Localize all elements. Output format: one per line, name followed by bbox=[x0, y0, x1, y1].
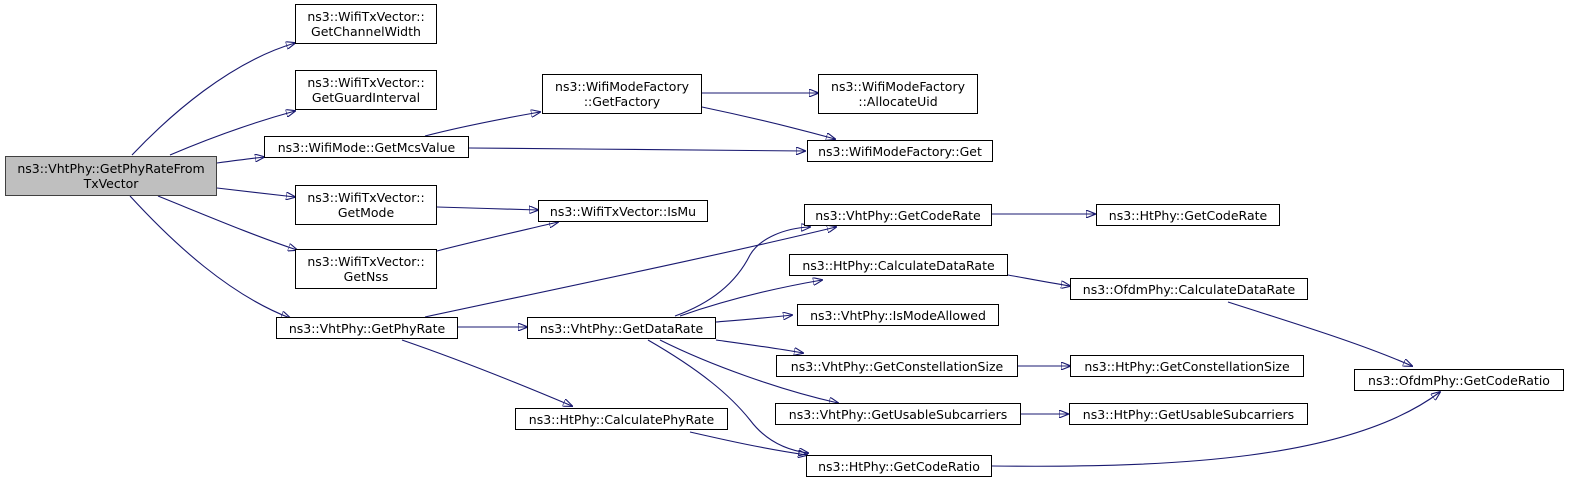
edge-getmcsvalue-to-factory-get bbox=[468, 148, 805, 151]
node-label: ns3::WifiMode::GetMcsValue bbox=[277, 139, 456, 155]
node-label-line2: ::GetFactory bbox=[583, 94, 661, 109]
node-label-line1: ns3::WifiModeFactory bbox=[831, 79, 965, 94]
edge-vht-getdatarate-to-vht-getcoderate bbox=[674, 227, 810, 317]
node-ofdmphy-getcoderatio[interactable]: ns3::OfdmPhy::GetCodeRatio bbox=[1354, 369, 1564, 391]
node-wifitxvector-getguardinterval[interactable]: ns3::WifiTxVector:: GetGuardInterval bbox=[295, 70, 437, 110]
node-label-line1: ns3::WifiTxVector:: bbox=[307, 254, 425, 269]
node-htphy-getcoderate[interactable]: ns3::HtPhy::GetCodeRate bbox=[1096, 204, 1280, 226]
node-label: ns3::HtPhy::CalculatePhyRate bbox=[528, 411, 715, 427]
node-label: ns3::VhtPhy::GetUsableSubcarriers bbox=[788, 406, 1008, 422]
edge-root-to-getmcsvalue bbox=[216, 157, 264, 164]
node-label-line2: GetMode bbox=[337, 205, 395, 220]
edge-vht-getphyrate-to-vht-getcoderate bbox=[424, 227, 836, 318]
edge-root-to-getchannelwidth bbox=[131, 43, 295, 156]
edge-vht-getdatarate-to-vht-ismodeallowed bbox=[715, 315, 792, 323]
edge-vht-getphyrate-to-ht-calculatephyrate bbox=[401, 339, 572, 406]
node-label: ns3::VhtPhy::GetDataRate bbox=[539, 320, 704, 336]
node-htphy-getcoderatio[interactable]: ns3::HtPhy::GetCodeRatio bbox=[806, 455, 992, 477]
node-label: ns3::HtPhy::GetCodeRatio bbox=[818, 458, 980, 474]
edge-vht-getdatarate-to-ht-calculatedatarate bbox=[679, 280, 822, 317]
node-label-line2: GetChannelWidth bbox=[311, 24, 421, 39]
edge-root-to-getmode bbox=[216, 187, 295, 197]
node-wifimode-getmcsvalue[interactable]: ns3::WifiMode::GetMcsValue bbox=[264, 136, 469, 158]
node-vhtphy-getphyratefromtxvector[interactable]: ns3::VhtPhy::GetPhyRateFrom TxVector bbox=[5, 156, 217, 196]
node-label-line1: ns3::WifiTxVector:: bbox=[307, 9, 425, 24]
edge-ofdm-calculatedatarate-to-ofdm-getcoderatio bbox=[1227, 301, 1412, 366]
node-vhtphy-getcoderate[interactable]: ns3::VhtPhy::GetCodeRate bbox=[804, 204, 992, 226]
edge-getmode-to-ismu bbox=[436, 207, 538, 210]
edge-ht-calculatephyrate-to-ht-getcoderatio bbox=[689, 431, 807, 455]
node-wifitxvector-getmode[interactable]: ns3::WifiTxVector:: GetMode bbox=[295, 185, 437, 225]
node-label: ns3::VhtPhy::GetPhyRate bbox=[288, 320, 446, 336]
node-wifimodefactory-get[interactable]: ns3::WifiModeFactory::Get bbox=[807, 140, 993, 162]
node-label: ns3::OfdmPhy::GetCodeRatio bbox=[1368, 372, 1550, 388]
node-label: ns3::HtPhy::GetCodeRate bbox=[1108, 207, 1268, 223]
node-label-line1: ns3::VhtPhy::GetPhyRateFrom bbox=[17, 161, 205, 176]
node-label: ns3::WifiTxVector::IsMu bbox=[549, 203, 697, 219]
node-label-line2: ::AllocateUid bbox=[858, 94, 938, 109]
node-label: ns3::HtPhy::GetConstellationSize bbox=[1084, 358, 1290, 374]
node-label-line1: ns3::WifiTxVector:: bbox=[307, 190, 425, 205]
node-ofdmphy-calculatedatarate[interactable]: ns3::OfdmPhy::CalculateDataRate bbox=[1070, 278, 1308, 300]
node-vhtphy-ismodeallowed[interactable]: ns3::VhtPhy::IsModeAllowed bbox=[797, 304, 999, 326]
node-htphy-calculatedatarate[interactable]: ns3::HtPhy::CalculateDataRate bbox=[789, 254, 1008, 276]
node-label-line1: ns3::WifiModeFactory bbox=[555, 79, 689, 94]
node-wifimodefactory-getfactory[interactable]: ns3::WifiModeFactory ::GetFactory bbox=[542, 74, 702, 114]
node-vhtphy-getusablesubcarriers[interactable]: ns3::VhtPhy::GetUsableSubcarriers bbox=[775, 403, 1021, 425]
edge-vht-getdatarate-to-ht-getcoderatio bbox=[647, 339, 808, 453]
edge-root-to-vht-getphyrate bbox=[129, 195, 290, 318]
edge-getmcsvalue-to-getfactory bbox=[424, 112, 540, 137]
edge-getfactory-to-factory-get bbox=[701, 106, 835, 139]
node-wifimodefactory-allocateuid[interactable]: ns3::WifiModeFactory ::AllocateUid bbox=[818, 74, 978, 114]
node-htphy-calculatephyrate[interactable]: ns3::HtPhy::CalculatePhyRate bbox=[515, 408, 728, 430]
node-label-line1: ns3::WifiTxVector:: bbox=[307, 75, 425, 90]
node-label-line2: TxVector bbox=[83, 176, 139, 191]
node-label: ns3::VhtPhy::IsModeAllowed bbox=[810, 307, 986, 323]
node-label: ns3::WifiModeFactory::Get bbox=[818, 143, 982, 159]
node-vhtphy-getconstellationsize[interactable]: ns3::VhtPhy::GetConstellationSize bbox=[776, 355, 1018, 377]
node-wifitxvector-getchannelwidth[interactable]: ns3::WifiTxVector:: GetChannelWidth bbox=[295, 4, 437, 44]
edge-root-to-getnss bbox=[157, 195, 297, 250]
node-label-line2: GetNss bbox=[343, 269, 389, 284]
node-label: ns3::HtPhy::GetUsableSubcarriers bbox=[1082, 406, 1295, 422]
node-wifitxvector-ismu[interactable]: ns3::WifiTxVector::IsMu bbox=[538, 200, 708, 222]
edge-ht-calculatedatarate-to-ofdm-calculatedatarate bbox=[1007, 274, 1070, 286]
node-label-line2: GetGuardInterval bbox=[311, 90, 421, 105]
edge-vht-getdatarate-to-vht-getconstellationsize bbox=[715, 339, 803, 353]
node-htphy-getusablesubcarriers[interactable]: ns3::HtPhy::GetUsableSubcarriers bbox=[1069, 403, 1308, 425]
node-label: ns3::OfdmPhy::CalculateDataRate bbox=[1082, 281, 1296, 297]
edge-ht-getcoderatio-to-ofdm-getcoderatio bbox=[991, 392, 1440, 467]
edge-vht-getdatarate-to-vht-getusablesubcarriers bbox=[659, 339, 838, 403]
edge-root-to-getguardinterval bbox=[169, 111, 295, 156]
node-label: ns3::HtPhy::CalculateDataRate bbox=[802, 257, 995, 273]
node-label: ns3::VhtPhy::GetCodeRate bbox=[815, 207, 981, 223]
node-htphy-getconstellationsize[interactable]: ns3::HtPhy::GetConstellationSize bbox=[1070, 355, 1304, 377]
node-vhtphy-getdatarate[interactable]: ns3::VhtPhy::GetDataRate bbox=[527, 317, 716, 339]
node-wifitxvector-getnss[interactable]: ns3::WifiTxVector:: GetNss bbox=[295, 249, 437, 289]
node-vhtphy-getphyrate[interactable]: ns3::VhtPhy::GetPhyRate bbox=[276, 317, 458, 339]
node-label: ns3::VhtPhy::GetConstellationSize bbox=[790, 358, 1004, 374]
edge-getnss-to-ismu bbox=[436, 222, 558, 252]
